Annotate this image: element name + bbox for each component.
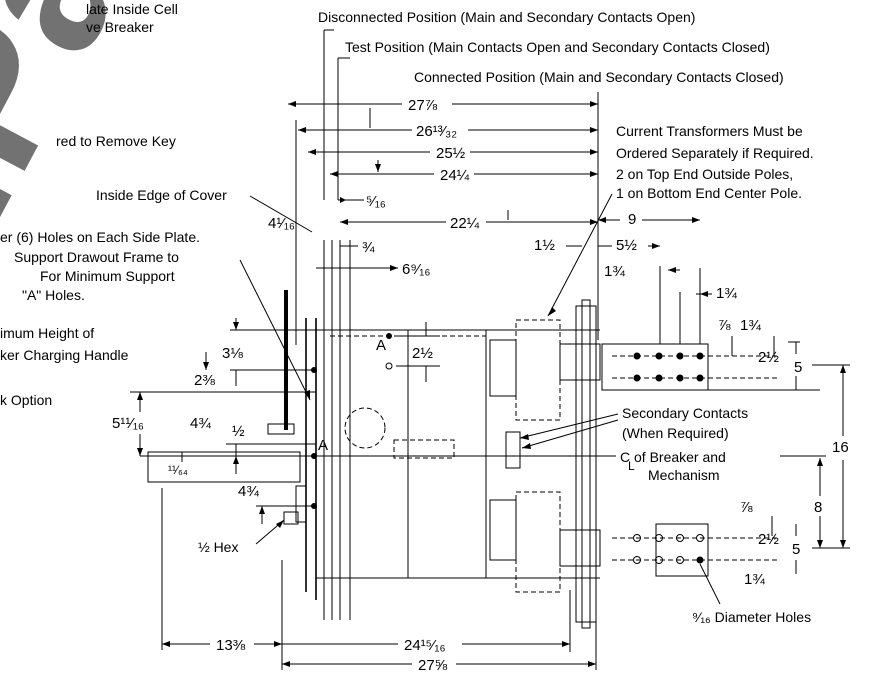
diameter-holes-label: ⁹⁄₁₆ Diameter Holes bbox=[692, 609, 811, 625]
hole-a-lower: A bbox=[318, 437, 328, 454]
ct-leader bbox=[547, 193, 613, 317]
disconnected-position-label: Disconnected Position (Main and Secondar… bbox=[318, 9, 695, 25]
holes-note-line4: "A" Holes. bbox=[22, 287, 85, 303]
dim-25-1-2: 25½ bbox=[436, 145, 466, 162]
lower-terminal-block bbox=[612, 523, 780, 577]
key-note: red to Remove Key bbox=[56, 133, 176, 149]
dim-1-3-4-d: 1¾ bbox=[744, 571, 765, 588]
dim-5-1-2: 5½ bbox=[616, 237, 637, 254]
dim-27-5-8: 27⅝ bbox=[418, 657, 448, 674]
top-dimension-stack: 27⅞ 26¹³⁄₃₂ 25½ 24¼ 22¼ bbox=[288, 94, 598, 232]
hole-a-upper: A bbox=[376, 337, 386, 354]
holes-note-line1: er (6) Holes on Each Side Plate. bbox=[0, 229, 200, 245]
dim-5-16: ⁵⁄₁₆ bbox=[366, 193, 386, 210]
dim-2-3-8: 2⅜ bbox=[194, 372, 215, 389]
connected-position-label: Connected Position (Main and Secondary C… bbox=[414, 69, 784, 85]
hex-label: ½ Hex bbox=[198, 539, 238, 555]
centerline-label-2: Mechanism bbox=[648, 467, 720, 483]
breaker-body bbox=[147, 240, 601, 629]
ct-note-line2: Ordered Separately if Required. bbox=[616, 145, 814, 161]
dim-4-3-4-b: 4¾ bbox=[238, 483, 259, 500]
dim-7-8-a: ⅞ bbox=[718, 317, 731, 334]
dim-4-1-16: 4¹⁄₁₆ bbox=[268, 215, 295, 232]
centerline-symbol: L bbox=[628, 459, 635, 473]
dim-2-1-2-c: 2½ bbox=[758, 531, 779, 548]
plate-note-line1: late Inside Cell bbox=[86, 1, 178, 17]
dim-1-1-2: 1½ bbox=[534, 237, 555, 254]
upper-terminal-block bbox=[601, 266, 780, 391]
dim-11-64: ¹¹⁄₆₄ bbox=[168, 463, 188, 477]
centerline-label: C of Breaker and bbox=[620, 449, 726, 465]
height-note-line2: ker Charging Handle bbox=[0, 347, 129, 363]
dim-13-3-8: 13⅜ bbox=[216, 637, 246, 654]
dim-5-b: 5 bbox=[792, 541, 800, 558]
dim-1-3-4-a: 1¾ bbox=[604, 263, 625, 280]
dim-27-7-8: 27⅞ bbox=[408, 97, 438, 114]
holes-note-line2: Support Drawout Frame to bbox=[14, 249, 179, 265]
dim-1-2: ½ bbox=[232, 423, 245, 440]
secondary-contacts-label: Secondary Contacts bbox=[622, 405, 748, 421]
dim-4-3-4-a: 4¾ bbox=[190, 415, 211, 432]
ct-note-line3: 2 on Top End Outside Poles, bbox=[616, 166, 793, 182]
dim-24-1-4: 24¼ bbox=[440, 167, 470, 184]
dim-7-8-b: ⅞ bbox=[740, 499, 753, 516]
plate-note-line2: ve Breaker bbox=[86, 19, 154, 35]
ct-note-line4: 1 on Bottom End Center Pole. bbox=[616, 185, 802, 201]
dim-2-1-2-a: 2½ bbox=[758, 349, 779, 366]
height-note-line1: imum Height of bbox=[0, 325, 94, 341]
dim-1-3-4-b: 1¾ bbox=[716, 285, 737, 302]
dim-6-9-16: 6⁹⁄₁₆ bbox=[402, 261, 430, 278]
dim-16: 16 bbox=[832, 439, 849, 456]
option-note: k Option bbox=[0, 392, 52, 408]
inside-edge-label: Inside Edge of Cover bbox=[96, 187, 227, 203]
secondary-contacts-label-2: (When Required) bbox=[622, 425, 729, 441]
dim-8: 8 bbox=[814, 499, 822, 516]
dim-3-1-8: 3⅛ bbox=[222, 345, 243, 362]
dim-24-15-16: 24¹⁵⁄₁₆ bbox=[404, 637, 446, 654]
dim-26-13-32: 26¹³⁄₃₂ bbox=[416, 123, 457, 140]
dim-2-1-2-b: 2½ bbox=[412, 345, 433, 362]
dim-1-3-4-c: 1¾ bbox=[740, 317, 761, 334]
dim-5-a: 5 bbox=[794, 359, 802, 376]
holes-note-line3: For Minimum Support bbox=[40, 268, 175, 284]
test-position-label: Test Position (Main Contacts Open and Se… bbox=[345, 39, 770, 55]
dim-3-4: ¾ bbox=[362, 239, 375, 256]
dim-22-1-4: 22¼ bbox=[450, 215, 480, 232]
dim-5-11-16: 5¹¹⁄₁₆ bbox=[112, 415, 144, 432]
ct-note-line1: Current Transformers Must be bbox=[616, 123, 803, 139]
dim-9: 9 bbox=[628, 211, 636, 228]
